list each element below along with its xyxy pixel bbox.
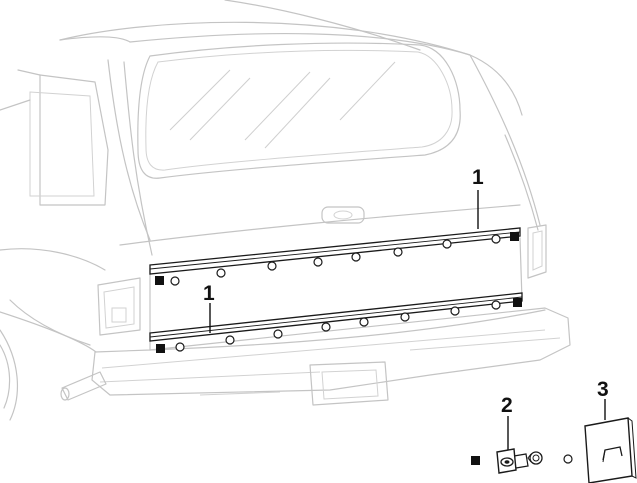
hole [442,239,452,249]
hole [273,329,283,339]
callout-sealer-pad: 3 [597,378,609,401]
hole [170,276,180,286]
clip-marker-lower-right [513,298,522,307]
hole [491,300,501,310]
callout-upper-molding: 1 [472,166,484,189]
callout-lower-molding: 1 [203,282,215,305]
sealer-pad-detail [584,399,637,483]
hole-legend [563,454,573,464]
hole [267,261,277,271]
fastener-holes [170,234,501,352]
hole [321,322,331,332]
clip-detail [471,416,543,474]
hole [175,342,185,352]
hole [359,317,369,327]
hole [216,268,226,278]
hole [400,312,410,322]
hole [313,257,323,267]
hole [351,252,361,262]
hole [225,335,235,345]
hole [393,247,403,257]
clip-marker-upper-left [155,276,164,285]
clip-marker-lower-left [156,344,165,353]
upper-molding-strip [149,227,521,275]
hole [450,306,460,316]
clip-marker-legend [471,456,480,465]
clip-markers [155,232,522,353]
hole [491,234,501,244]
callout-clip: 2 [501,394,513,417]
clip-marker-upper-right [510,232,519,241]
vehicle-outline [0,0,571,421]
